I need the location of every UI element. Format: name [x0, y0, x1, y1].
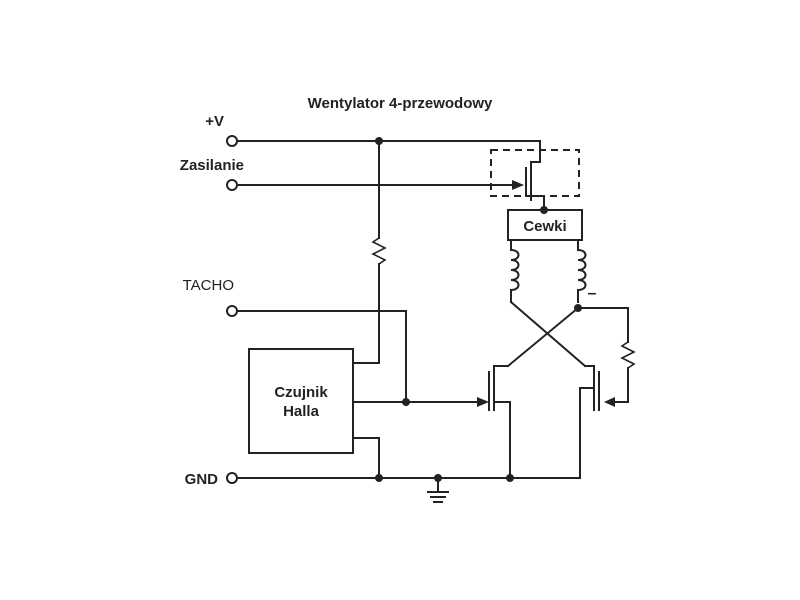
pwm-wire	[237, 180, 524, 190]
tacho-wire	[237, 310, 407, 403]
coil-cross-wires	[506, 300, 587, 368]
gnd-wire	[237, 474, 581, 482]
right-transistor	[579, 365, 600, 479]
label-zasilanie: Zasilanie	[180, 157, 244, 174]
hall-sensor-box	[248, 348, 354, 454]
hall-output-wire	[352, 397, 489, 407]
terminal-zasilanie	[226, 179, 238, 191]
terminal-gnd	[226, 472, 238, 484]
transistor-enclosure	[490, 149, 580, 197]
hall-sensor-line1: Czujnik	[274, 384, 328, 401]
left-transistor	[488, 365, 511, 479]
vplus-wire	[237, 140, 541, 163]
hall-ground-wire	[352, 437, 380, 479]
pwm-transistor	[490, 149, 580, 211]
label-minus: –	[588, 285, 597, 302]
hall-sensor-line2: Halla	[283, 403, 320, 420]
diagram-title: Wentylator 4-przewodowy	[308, 95, 493, 112]
hall-sensor: Czujnik Halla	[248, 348, 354, 454]
label-vplus: +V	[205, 113, 224, 130]
coils: Cewki –	[507, 206, 597, 303]
right-coil	[576, 248, 587, 292]
label-tacho: TACHO	[183, 277, 234, 294]
label-coils: Cewki	[523, 218, 566, 235]
label-gnd: GND	[185, 471, 219, 488]
terminal-vplus	[226, 135, 238, 147]
left-coil	[509, 248, 520, 292]
pullup-resistor	[352, 137, 387, 364]
ground-symbol	[427, 477, 449, 503]
terminal-tacho	[226, 305, 238, 317]
feedback-resistor	[577, 307, 636, 407]
